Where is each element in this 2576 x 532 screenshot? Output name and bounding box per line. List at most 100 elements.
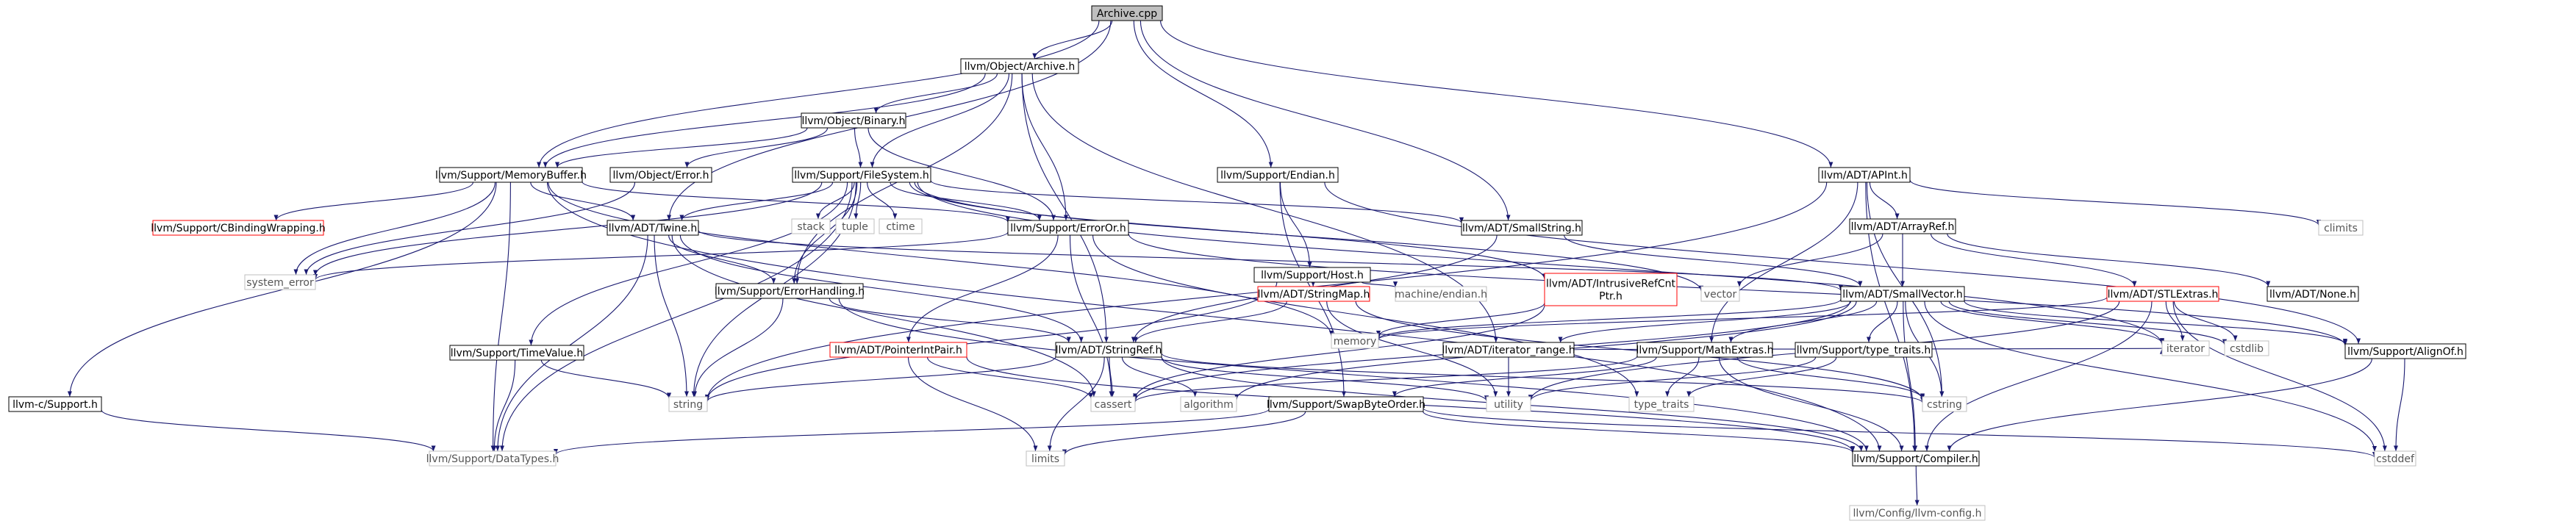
node-endian[interactable]: llvm/Support/Endian.h — [1217, 167, 1339, 183]
edge-filesystem-to-tuple — [854, 181, 862, 220]
node-box-pointerintpair — [829, 342, 967, 358]
node-box-errorhandling — [715, 283, 864, 299]
edge-pointerintpair-to-limits — [907, 356, 1038, 452]
node-box-host — [1253, 267, 1371, 283]
node-label-filesystem: llvm/Support/FileSystem.h — [794, 170, 929, 181]
node-smallvector[interactable]: llvm/ADT/SmallVector.h — [1840, 286, 1965, 302]
node-alignof[interactable]: llvm/Support/AlignOf.h — [2344, 343, 2466, 359]
node-box-archive_cpp — [1091, 5, 1163, 21]
node-tuple: tuple — [835, 218, 875, 234]
edge-smallvector-to-memory — [1376, 298, 1842, 339]
edge-swapbyteorder-to-limits — [1062, 411, 1306, 456]
node-label-compiler: llvm/Support/Compiler.h — [1853, 453, 1978, 465]
node-label-object_binary: llvm/Object/Binary.h — [801, 115, 905, 127]
edge-filesystem-to-system_error — [313, 181, 823, 276]
node-label-host: llvm/Support/Host.h — [1261, 270, 1364, 281]
edge-filesystem-to-twine — [679, 181, 834, 221]
node-box-vector — [1700, 286, 1740, 302]
node-system_error: system_error — [244, 274, 316, 290]
node-label-erroror: llvm/Support/ErrorOr.h — [1010, 223, 1126, 234]
node-label-climits: climits — [2324, 223, 2358, 234]
node-iterator_range[interactable]: llvm/ADT/iterator_range.h — [1442, 342, 1575, 358]
node-box-adt_none — [2266, 286, 2359, 302]
node-label-iterator: iterator — [2167, 343, 2205, 355]
node-arrayref[interactable]: llvm/ADT/ArrayRef.h — [1849, 218, 1956, 234]
node-box-memorybuffer — [439, 167, 583, 183]
edge-intrusiverefcnt-to-memory — [1375, 302, 1545, 337]
edge-stlextras-to-cstddef — [2172, 301, 2387, 452]
node-cstddef: cstddef — [2374, 450, 2416, 467]
node-label-object_error: llvm/Object/Error.h — [613, 170, 709, 181]
edge-timevalue-to-datatypes — [492, 359, 516, 452]
node-smallstring[interactable]: llvm/ADT/SmallString.h — [1461, 220, 1583, 236]
node-label-string: string — [673, 399, 703, 411]
node-label-twine: llvm/ADT/Twine.h — [609, 223, 697, 234]
edge-memorybuffer-to-system_error — [293, 181, 496, 276]
node-box-object_binary — [801, 112, 906, 129]
node-climits: climits — [2318, 220, 2364, 236]
node-swapbyteorder[interactable]: llvm/Support/SwapByteOrder.h — [1267, 396, 1425, 412]
node-label-ctime: ctime — [886, 221, 915, 233]
node-stlextras[interactable]: llvm/ADT/STLExtras.h — [2106, 286, 2219, 302]
node-errorhandling[interactable]: llvm/Support/ErrorHandling.h — [715, 283, 865, 299]
node-label-cbinding: llvm/Support/CBindingWrapping.h — [151, 223, 325, 234]
node-box-llvm_config — [1849, 505, 1986, 521]
node-box-system_error — [244, 274, 316, 290]
edge-type_traits_h-to-utility — [1528, 356, 1817, 401]
edge-archive_cpp-to-apint — [1160, 20, 1833, 168]
edge-archive_cpp-to-memorybuffer — [537, 20, 1100, 168]
edge-object_archive-to-iterator_range — [1031, 73, 1498, 343]
node-box-memory — [1331, 333, 1379, 349]
node-pointerintpair[interactable]: llvm/ADT/PointerIntPair.h — [829, 342, 967, 358]
node-memorybuffer[interactable]: llvm/Support/MemoryBuffer.h — [435, 167, 587, 183]
node-limits: limits — [1026, 450, 1065, 467]
node-object_archive[interactable]: llvm/Object/Archive.h — [960, 58, 1079, 74]
node-type_traits_h[interactable]: llvm/Support/type_traits.h — [1795, 342, 1933, 358]
node-type_traits: type_traits — [1628, 396, 1695, 412]
node-stringmap[interactable]: llvm/ADT/StringMap.h — [1257, 286, 1370, 302]
node-label-type_traits: type_traits — [1634, 399, 1689, 411]
node-filesystem[interactable]: llvm/Support/FileSystem.h — [792, 167, 931, 183]
node-label-vector: vector — [1704, 289, 1737, 301]
node-iterator: iterator — [2161, 340, 2210, 356]
node-cbinding[interactable]: llvm/Support/CBindingWrapping.h — [151, 220, 326, 236]
edge-smallvector-to-mathextras — [1728, 301, 1878, 343]
node-twine[interactable]: llvm/ADT/Twine.h — [607, 220, 699, 236]
edge-twine-to-datatypes — [495, 234, 648, 452]
edge-smallvector-to-compiler — [1903, 301, 1918, 452]
node-apint[interactable]: llvm/ADT/APInt.h — [1818, 167, 1911, 183]
edge-twine-to-string — [654, 234, 690, 398]
edge-mathextras-to-cstring — [1736, 356, 1925, 400]
edge-object_archive-to-stringref — [1021, 73, 1109, 343]
node-mathextras[interactable]: llvm/Support/MathExtras.h — [1636, 342, 1774, 358]
edge-twine-to-errorhandling — [668, 234, 776, 284]
node-archive_cpp[interactable]: Archive.cpp — [1091, 5, 1163, 21]
edge-llvmc_support-to-datatypes — [101, 409, 436, 452]
node-label-machine_endian: machine/endian.h — [1395, 289, 1487, 301]
edge-stringref-to-limits — [1047, 356, 1105, 452]
edge-object_binary-to-erroror — [867, 127, 1056, 221]
node-llvmc_support[interactable]: llvm-c/Support.h — [8, 396, 102, 412]
edge-timevalue-to-string — [540, 359, 672, 399]
node-object_binary[interactable]: llvm/Object/Binary.h — [801, 112, 906, 129]
node-compiler[interactable]: llvm/Support/Compiler.h — [1852, 450, 1980, 467]
node-label-llvmc_support: llvm-c/Support.h — [12, 399, 98, 411]
node-timevalue[interactable]: llvm/Support/TimeValue.h — [449, 345, 584, 361]
edge-filesystem-to-timevalue — [529, 181, 848, 346]
edge-smallvector-to-cstddef — [1924, 301, 2378, 452]
node-erroror[interactable]: llvm/Support/ErrorOr.h — [1007, 220, 1129, 236]
edge-errorhandling-to-stringref — [829, 298, 1071, 343]
node-object_error[interactable]: llvm/Object/Error.h — [609, 167, 712, 183]
node-label-arrayref: llvm/ADT/ArrayRef.h — [1851, 221, 1955, 233]
node-box-cassert — [1090, 396, 1136, 412]
node-label-timevalue: llvm/Support/TimeValue.h — [451, 348, 584, 359]
node-label-stringref: llvm/ADT/StringRef.h — [1056, 345, 1162, 356]
edge-memorybuffer-to-twine — [530, 181, 636, 221]
edge-memorybuffer-to-erroror — [582, 181, 1010, 223]
node-host[interactable]: llvm/Support/Host.h — [1253, 267, 1371, 283]
node-stringref[interactable]: llvm/ADT/StringRef.h — [1055, 342, 1162, 358]
edge-apint-to-arrayref — [1869, 181, 1900, 220]
node-adt_none[interactable]: llvm/ADT/None.h — [2266, 286, 2359, 302]
node-ctime: ctime — [879, 218, 923, 234]
